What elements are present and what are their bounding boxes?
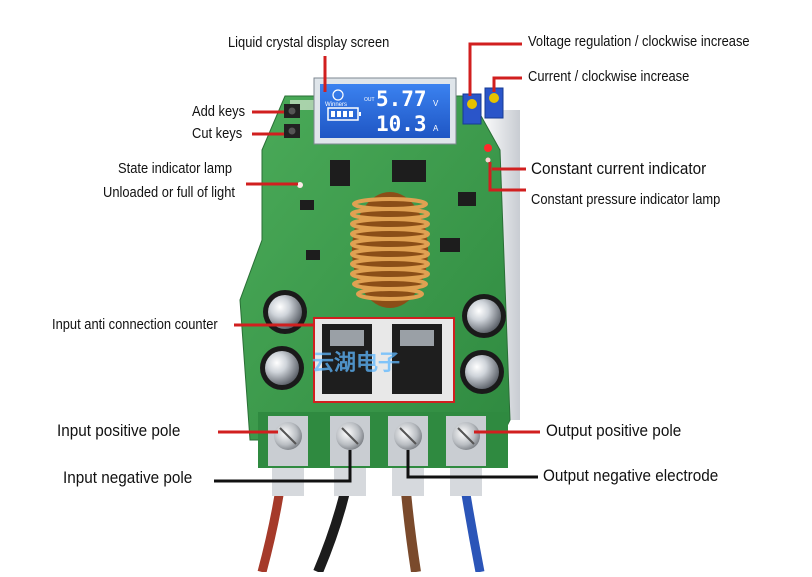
constant-pressure-led [485,157,491,163]
ic-chip [392,160,426,182]
lcd-voltage-unit: V [433,99,439,108]
capacitor [460,350,504,394]
lcd-voltage: 5.77 [376,87,427,111]
terminal-screw-output-positive [446,416,486,466]
input-anti-highlight-box [313,317,455,403]
voltage-potentiometer [462,93,482,125]
lcd-out-tag: OUT [364,97,375,103]
label-lcd-screen: Liquid crystal display screen [228,34,390,51]
current-potentiometer [484,87,504,119]
lcd-current-unit: A [433,124,439,133]
cut-key-button [284,124,300,138]
label-state-lamp-desc: Unloaded or full of light [103,184,235,201]
label-constant-pressure: Constant pressure indicator lamp [531,191,721,208]
label-output-positive: Output positive pole [546,421,682,440]
capacitor [263,290,307,334]
toroid-inductor [350,192,430,308]
state-led [297,182,303,188]
constant-current-led [484,144,492,152]
label-input-positive: Input positive pole [57,421,181,440]
terminal-screw-input-positive [268,416,308,466]
capacitor [260,346,304,390]
lcd-logo: Winners [325,102,347,108]
label-current-regulation: Current / clockwise increase [528,68,690,85]
lcd-current: 10.3 [376,112,427,136]
watermark-text: 云湖电子 [312,350,400,375]
lcd-screen: Winners OUT 5.77 V 10.3 A [313,77,457,145]
ic-small [458,192,476,206]
capacitor [462,294,506,338]
label-voltage-regulation: Voltage regulation / clockwise increase [528,33,750,50]
ic-regulator [330,160,350,186]
label-input-negative: Input negative pole [63,468,193,487]
label-add-keys: Add keys [192,103,246,120]
label-state-lamp: State indicator lamp [118,160,233,177]
label-input-anti: Input anti connection counter [52,316,218,333]
pointer-lines [214,42,540,483]
label-constant-current: Constant current indicator [531,159,707,178]
add-key-button [284,104,300,118]
label-cut-keys: Cut keys [192,125,243,142]
label-output-negative: Output negative electrode [543,466,719,485]
